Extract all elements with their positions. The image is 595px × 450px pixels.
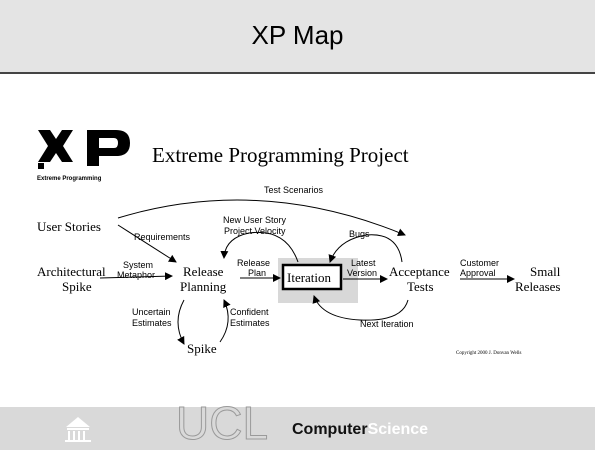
node-spike-1: Spike [62, 279, 92, 294]
xp-logo [38, 130, 130, 169]
label-uncertain-estimates: Estimates [132, 318, 172, 328]
svg-text:UCL: UCL [176, 401, 268, 441]
node-iteration: Iteration [287, 270, 332, 285]
label-approval: Approval [460, 268, 496, 278]
edge-test-scenarios [117, 199, 406, 237]
label-version: Version [347, 268, 377, 278]
label-plan: Plan [248, 268, 266, 278]
label-uncertain: Uncertain [132, 307, 171, 317]
label-customer: Customer [460, 258, 499, 268]
dept-science: Science [367, 421, 429, 438]
node-spike-2: Spike [187, 341, 217, 356]
node-release: Release [183, 264, 224, 279]
computer-science-label: ComputerScience [292, 421, 428, 439]
node-architectural: Architectural [37, 264, 106, 279]
ucl-portico-icon [65, 417, 91, 442]
label-project-velocity: Project Velocity [224, 226, 286, 236]
label-system: System [123, 260, 153, 270]
label-bugs: Bugs [349, 229, 370, 239]
footer-bar: UCL ComputerScience [0, 401, 595, 450]
x-logo-shape [38, 130, 73, 162]
edge-new-user-story [220, 231, 299, 263]
ucl-watermark: UCL [176, 401, 269, 441]
node-releases: Releases [515, 279, 560, 294]
label-release: Release [237, 258, 270, 268]
dept-computer: Computer [292, 421, 368, 438]
iteration-box [281, 263, 343, 291]
label-metaphor: Metaphor [117, 270, 155, 280]
edge-next-iteration [312, 295, 409, 321]
edge-system-metaphor [99, 272, 173, 281]
xp-map-diagram: Extreme Programming Extreme Programming … [37, 130, 561, 356]
diagram-heading: Extreme Programming Project [152, 143, 409, 167]
copyright-text: Copyright 2000 J. Donvan Wells [456, 351, 522, 356]
logo-dot [38, 163, 44, 169]
logo-caption: Extreme Programming [37, 176, 102, 182]
title-bar: XP Map [0, 0, 595, 74]
label-requirements: Requirements [134, 232, 191, 242]
p-logo-shape [87, 130, 130, 166]
label-next-iteration: Next Iteration [360, 319, 414, 329]
edge-bugs [328, 234, 403, 263]
label-new-user-story: New User Story [223, 215, 287, 225]
label-test-scenarios: Test Scenarios [264, 185, 324, 195]
node-tests: Tests [407, 279, 434, 294]
edge-confident-estimates [219, 299, 231, 343]
label-confident-estimates: Estimates [230, 318, 270, 328]
node-user-stories: User Stories [37, 219, 101, 234]
node-acceptance: Acceptance [389, 264, 450, 279]
slide-title: XP Map [251, 20, 344, 50]
edge-uncertain-estimates [177, 299, 185, 345]
label-confident: Confident [230, 307, 269, 317]
node-planning: Planning [180, 279, 227, 294]
label-latest: Latest [351, 258, 376, 268]
edge-requirements [117, 224, 177, 263]
node-small: Small [530, 264, 561, 279]
